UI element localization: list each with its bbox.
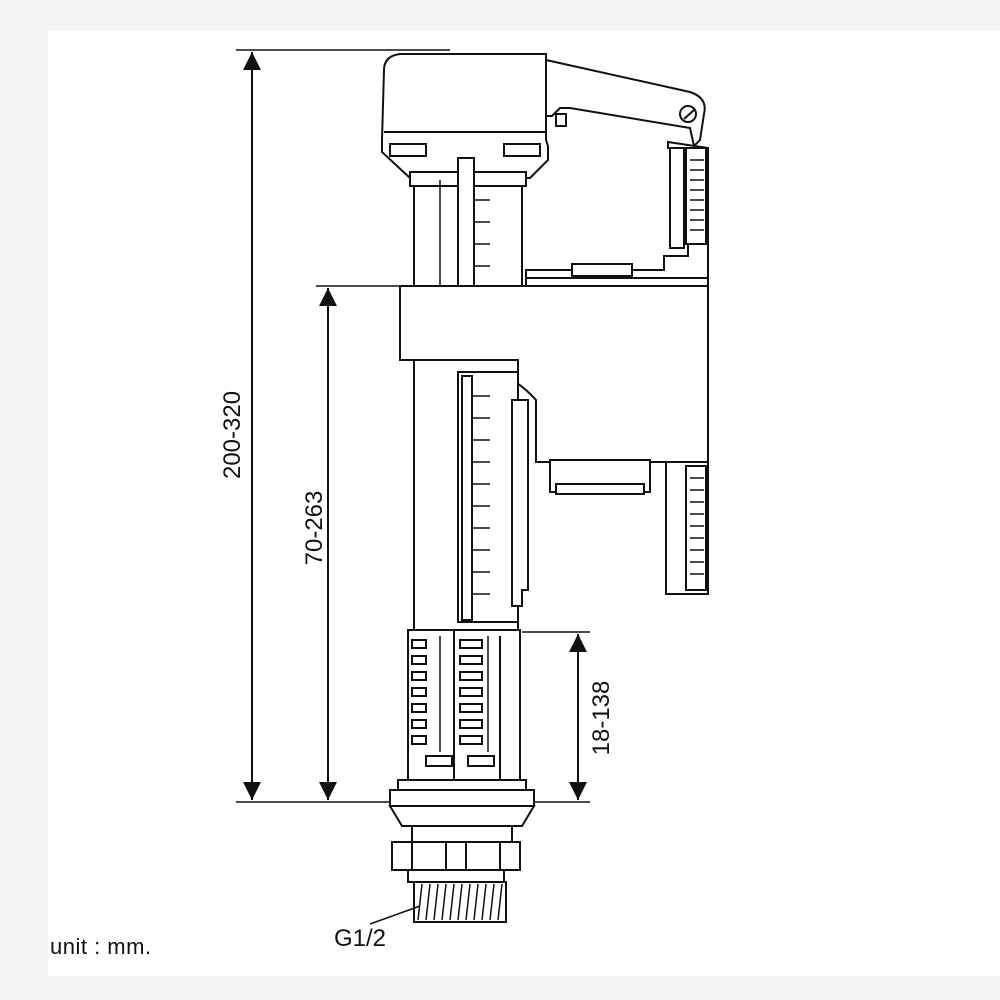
- lower-shaft: [413, 359, 529, 633]
- lower-range-label: 18-138: [588, 681, 615, 756]
- thread-callout: G1/2: [334, 905, 421, 952]
- ratchet-section: [407, 629, 521, 781]
- overall-height-label: 200-320: [219, 391, 246, 479]
- thread-section: [413, 881, 507, 923]
- adjust-range-label: 70-263: [301, 491, 328, 566]
- base-fitting: [388, 779, 536, 883]
- dimension-overall: 200-320: [219, 49, 450, 803]
- dimension-lower: 18-138: [522, 631, 615, 803]
- unit-label: unit : mm.: [50, 934, 152, 959]
- float-rack-lower: [665, 461, 709, 595]
- thread-label: G1/2: [334, 925, 386, 952]
- dimension-adjust: 70-263: [301, 285, 400, 800]
- upper-shaft: [409, 157, 527, 289]
- float-rack-upper: [669, 147, 707, 249]
